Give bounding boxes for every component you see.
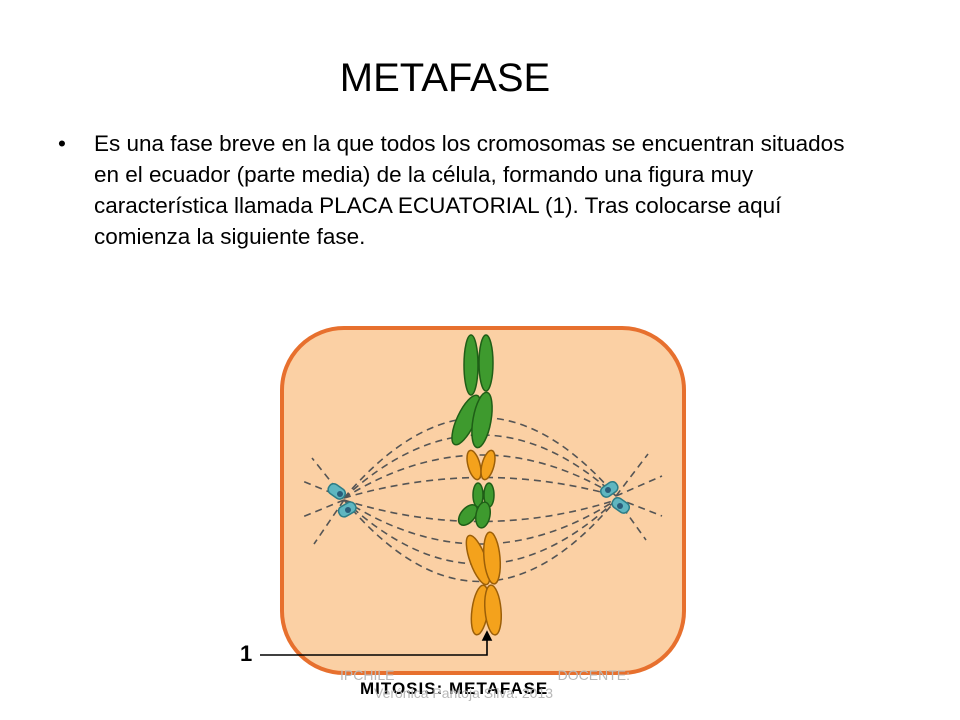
slide-title: METAFASE	[339, 56, 551, 100]
footer-first-line: IPCHILE DOCENTE:	[340, 666, 630, 684]
bullet-item: • Es una fase breve en la que todos los …	[58, 128, 848, 252]
footer-role: DOCENTE:	[557, 667, 630, 683]
footer: IPCHILE DOCENTE: Verónica Pantoja Silva.…	[340, 666, 630, 702]
footer-author: Verónica Pantoja Silva. 2013	[374, 685, 554, 701]
metaphase-diagram: 1 MITOSIS: METAFASE	[240, 326, 686, 698]
chromosome-orange-large	[465, 531, 503, 636]
bullet-text: Es una fase breve en la que todos los cr…	[94, 131, 845, 249]
pointer-line	[260, 630, 493, 656]
chromosome-orange-small	[466, 449, 496, 481]
pointer-label: 1	[240, 641, 252, 666]
diagram-caption: MITOSIS: METAFASE	[360, 679, 548, 698]
bullet-marker: •	[58, 131, 66, 156]
footer-institution: IPCHILE	[340, 667, 395, 683]
centriole-right	[599, 480, 631, 514]
bullet-list: • Es una fase breve en la que todos los …	[58, 128, 848, 252]
chromosome-green-large	[451, 334, 494, 449]
centriole-left	[327, 482, 357, 518]
chromosome-green-small	[457, 482, 495, 529]
